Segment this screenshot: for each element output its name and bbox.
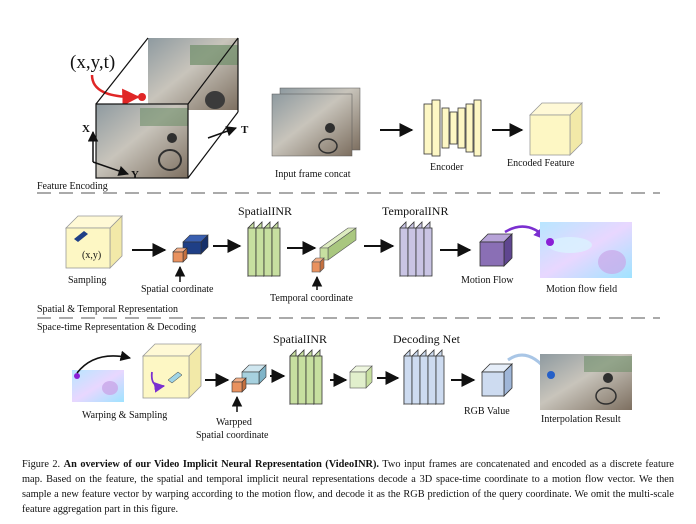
sampling-cube [65,215,123,269]
motion-flow-label: Motion Flow [461,275,514,286]
coord-xyt-label: (x,y,t) [70,52,115,73]
axis-t-label: T [241,124,249,136]
caption-body: Two input frames are concatenated and en… [22,459,674,515]
warpped-label-1: Warpped [216,417,252,428]
motion-field-label: Motion flow field [546,284,617,295]
warping-label: Warping & Sampling [82,410,167,421]
input-frame-concat [271,87,361,157]
warped-spatial-coordinate-vector [231,364,267,393]
input-concat-label: Input frame concat [275,169,351,180]
xy-label: (x,y) [82,250,101,261]
decoding-net-block [403,349,445,405]
spatial-inr-label-3: SpatialINR [273,332,327,346]
axis-x-label: X [82,123,90,135]
spatial-inr-block-2 [247,221,281,277]
latent-feature-cube [349,365,373,389]
interpolation-result-image [540,354,632,410]
rgb-value-cube [481,363,513,397]
temporal-coord-label: Temporal coordinate [270,293,353,304]
temporal-inr-label: TemporalINR [382,204,448,218]
section2-label: Spatial & Temporal Representation [37,304,178,315]
query-point [138,93,146,101]
spatial-inr-block-3 [289,349,323,405]
videoinr-overview-figure: (x,y,t) X Y T Input frame concat [37,37,660,441]
query-arrow [90,74,140,107]
warp-flow-thumbnail [72,370,124,402]
encoded-feature-label: Encoded Feature [507,158,575,169]
spatiotemporal-feature-vector [311,227,357,273]
axis-y-arrow [92,161,129,176]
sampled-feature-vector [74,231,88,242]
input-frame-front [96,104,188,178]
warping-cube [142,343,202,399]
temporal-inr-block [399,221,433,277]
spatial-coord-label: Spatial coordinate [141,284,214,295]
rgb-value-label: RGB Value [464,406,510,417]
interp-result-label: Interpolation Result [541,414,621,425]
spatial-coordinate-vector [172,234,209,263]
input-frame-back [148,38,238,110]
motion-flow-field-image [540,222,632,278]
decoding-net-label: Decoding Net [393,332,461,346]
warped-feature-vector [167,371,183,384]
caption-bold-title: An overview of our Video Implicit Neural… [63,459,379,470]
encoded-feature-cube [529,102,583,156]
sampling-label: Sampling [68,275,106,286]
axis-t-arrow [207,126,237,139]
encoder-label: Encoder [430,162,464,173]
warp-arrow [76,350,132,374]
axis-y-label: Y [131,169,139,181]
section1-label: Feature Encoding [37,181,108,192]
figure-caption: Figure 2. An overview of our Video Impli… [22,457,674,517]
section3-label: Space-time Representation & Decoding [37,322,196,333]
caption-prefix: Figure 2. [22,459,64,470]
warpped-label-2: Spatial coordinate [196,430,269,441]
motion-flow-cube [479,233,513,267]
warp-inner-arrow [150,371,166,393]
spatial-inr-label-2: SpatialINR [238,204,292,218]
encoder-block [423,99,482,157]
